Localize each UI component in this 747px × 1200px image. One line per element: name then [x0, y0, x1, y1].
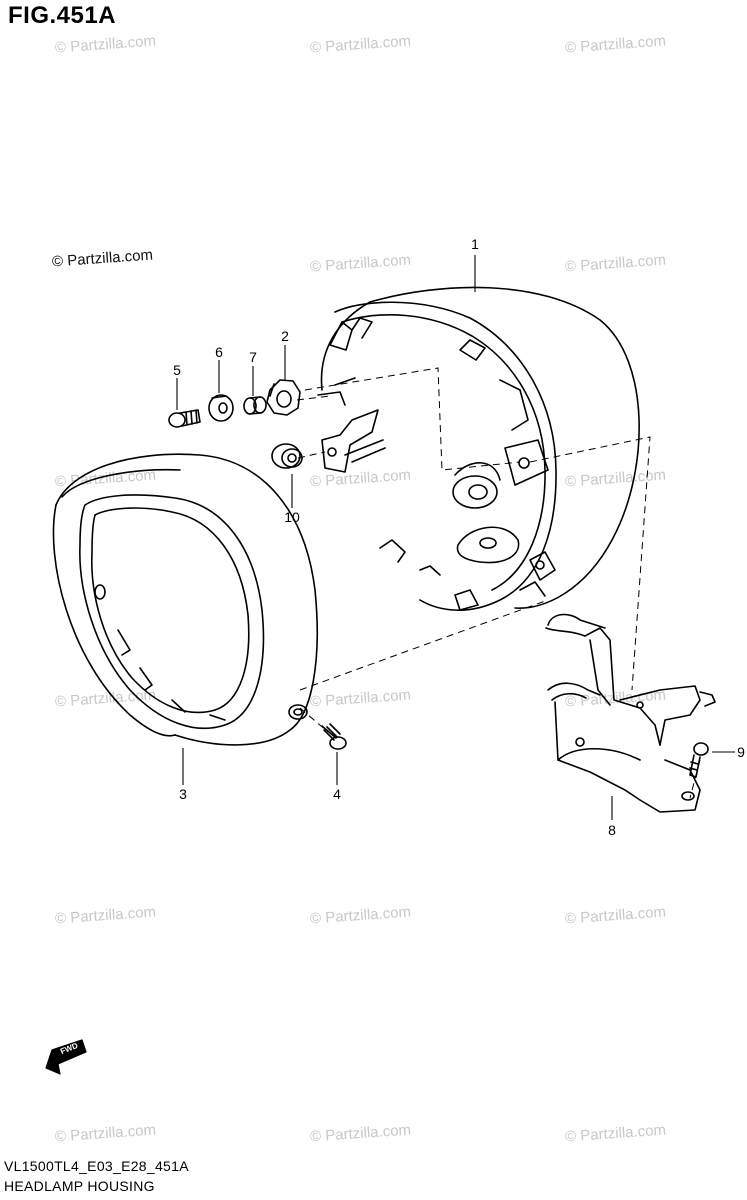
headlamp-rim-drawing [52, 453, 318, 746]
callout-4: 4 [333, 786, 341, 802]
figure-title: FIG.451A [8, 2, 117, 29]
bracket-drawing [545, 613, 716, 813]
callout-6: 6 [215, 344, 223, 360]
washer-drawing [208, 394, 234, 422]
callout-9: 9 [737, 744, 745, 760]
fwd-arrow [45, 1039, 87, 1075]
callout-8: 8 [608, 822, 616, 838]
figure-code: VL1500TL4_E03_E28_451A [4, 1158, 189, 1174]
callout-10: 10 [284, 509, 300, 525]
callout-3: 3 [179, 786, 187, 802]
callout-5: 5 [173, 362, 181, 378]
screw-drawing [321, 723, 347, 750]
callout-7: 7 [249, 349, 257, 365]
bolt-drawing [168, 409, 201, 428]
headlamp-housing-drawing [317, 286, 640, 611]
spacer-drawing [243, 396, 267, 415]
nut-drawing [266, 379, 301, 416]
callout-1: 1 [471, 236, 479, 252]
grommet-drawing [271, 443, 303, 469]
callout-2: 2 [281, 328, 289, 344]
figure-caption: HEADLAMP HOUSING [4, 1178, 155, 1194]
bolt-9-drawing [689, 742, 709, 778]
